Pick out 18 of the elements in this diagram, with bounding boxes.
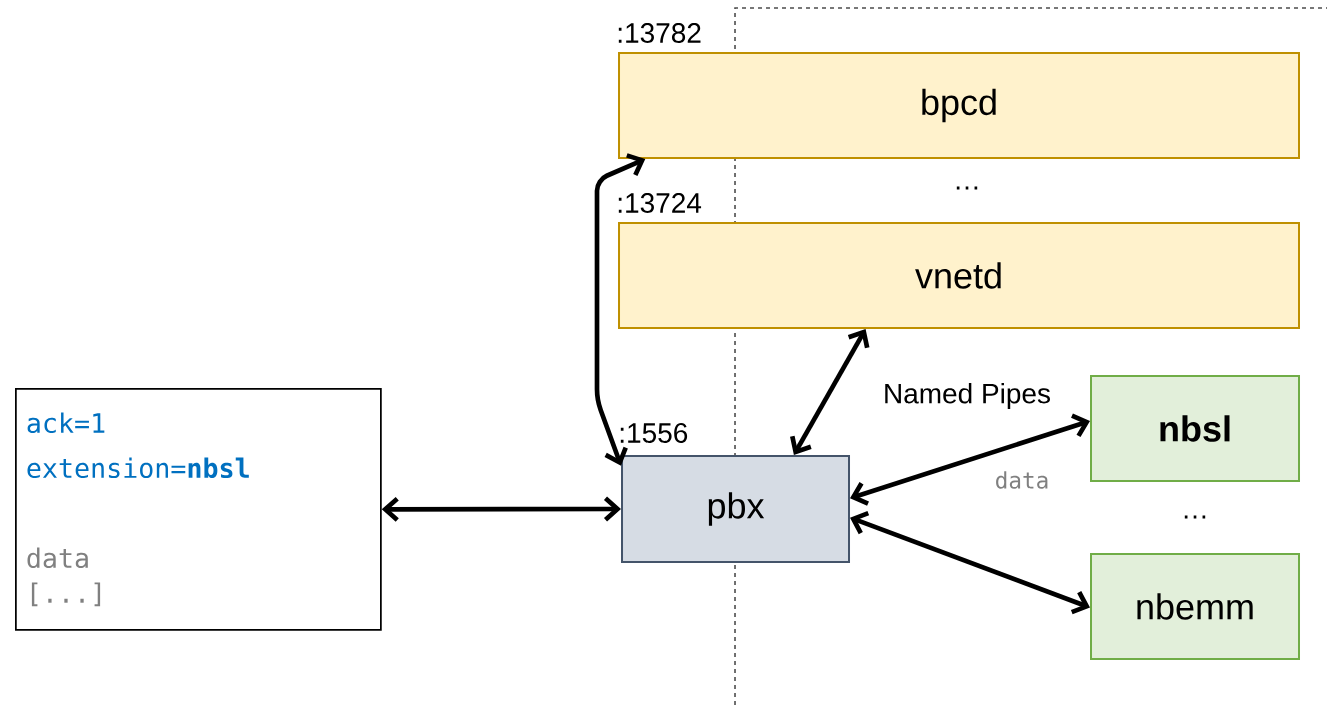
edge-label: data [993,469,1051,491]
process-box: nbemm [1090,553,1300,660]
double-arrow [594,153,646,466]
port-label: :13724 [618,193,702,213]
double-arrow [850,413,1090,506]
double-arrow [790,329,870,455]
ellipsis: … [1179,514,1211,520]
process-box: pbx [621,455,850,563]
port-label: :13782 [618,23,701,43]
port-label: :1556 [620,423,688,443]
ellipsis: … [951,185,983,191]
protocol-label: Named Pipes [881,381,1053,411]
double-arrow [381,496,621,522]
process-box: vnetd [618,222,1300,329]
process-box: nbsl [1090,375,1300,482]
message-box: ack=1 extension=nbsl data [...] [15,388,382,631]
double-arrow [850,510,1090,615]
process-box: bpcd [618,52,1300,159]
